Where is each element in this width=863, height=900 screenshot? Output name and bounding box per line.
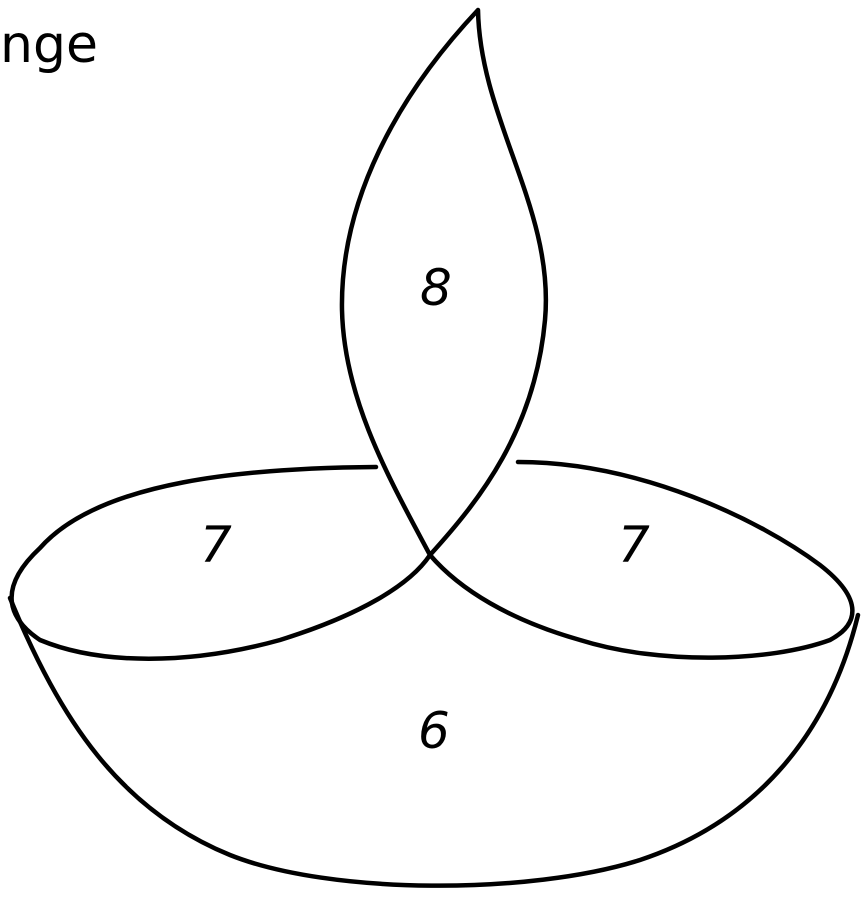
corner-text: nge — [0, 15, 98, 75]
left-oval-value: 7 — [200, 516, 232, 574]
right-oval-value: 7 — [618, 516, 650, 574]
bowl-value: 6 — [418, 702, 450, 760]
flame-value: 8 — [420, 259, 452, 317]
